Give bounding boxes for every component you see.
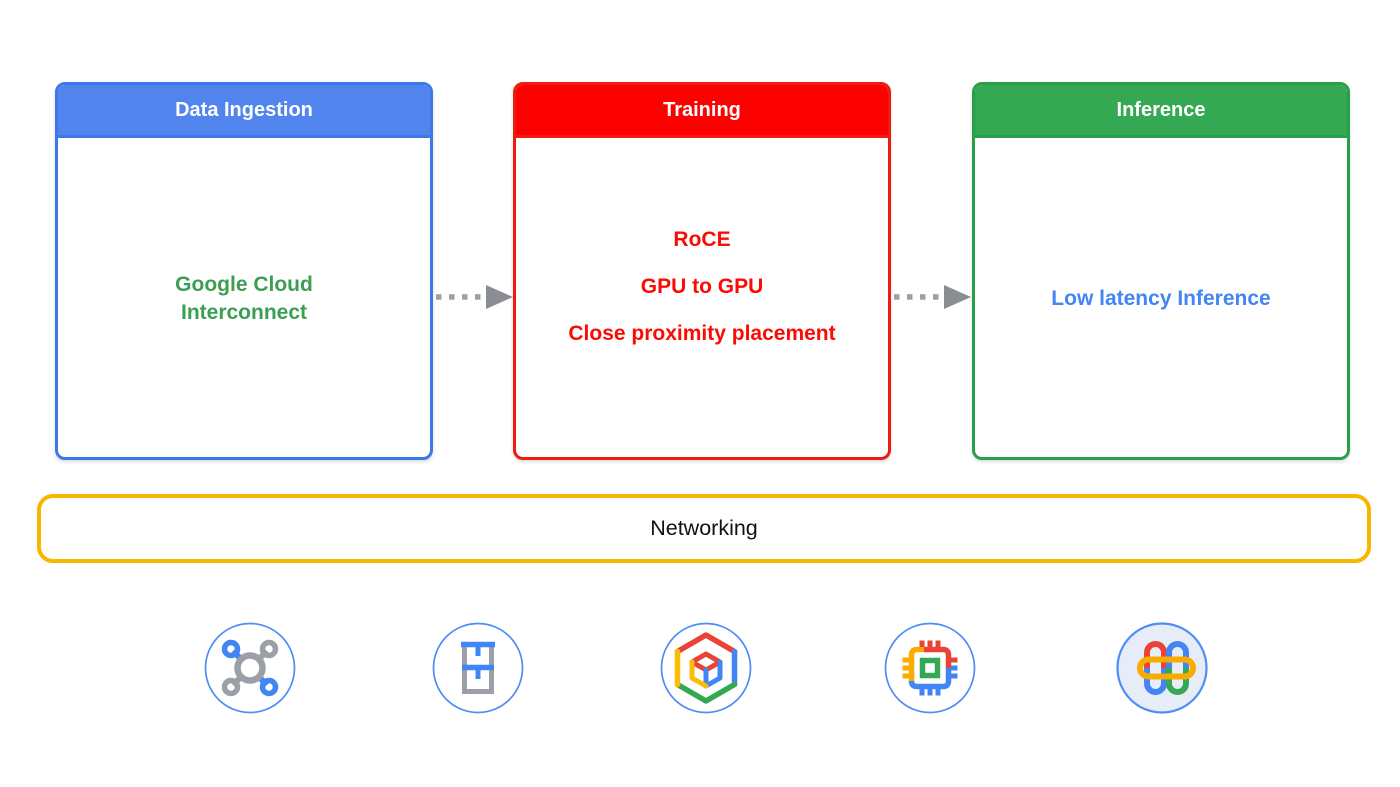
linked-pills-icon bbox=[1116, 622, 1208, 714]
box-title: Data Ingestion bbox=[175, 98, 313, 121]
box-line: RoCE bbox=[673, 228, 731, 251]
box-line: Google Cloud Interconnect bbox=[175, 272, 313, 324]
networking-bar: Networking bbox=[37, 494, 1371, 563]
stage-box-data-ingestion: Data Ingestion Google Cloud Interconnect bbox=[55, 82, 433, 460]
hub-icon bbox=[204, 622, 296, 714]
box-line: GPU to GPU bbox=[640, 275, 764, 298]
stage-box-inference: Inference Low latency Inference bbox=[972, 82, 1350, 460]
networking-label: Networking bbox=[650, 516, 758, 540]
hexagon-cube-icon bbox=[660, 622, 752, 714]
box-title: Training bbox=[663, 98, 741, 121]
box-body: Google Cloud Interconnect bbox=[58, 141, 430, 457]
box-header: Inference bbox=[975, 85, 1347, 138]
tpu-chip-icon bbox=[884, 622, 976, 714]
box-line: Low latency Inference bbox=[1051, 287, 1271, 310]
flow-arrow-icon bbox=[894, 285, 971, 309]
box-title: Inference bbox=[1116, 98, 1206, 121]
box-header: Data Ingestion bbox=[58, 85, 430, 138]
box-body: RoCE GPU to GPU Close proximity placemen… bbox=[516, 141, 888, 457]
box-header: Training bbox=[516, 85, 888, 138]
box-line: Close proximity placement bbox=[568, 322, 836, 345]
stage-box-training: Training RoCE GPU to GPU Close proximity… bbox=[513, 82, 891, 460]
box-body: Low latency Inference bbox=[975, 141, 1347, 457]
server-rack-icon bbox=[432, 622, 524, 714]
flow-arrow-icon bbox=[436, 285, 513, 309]
